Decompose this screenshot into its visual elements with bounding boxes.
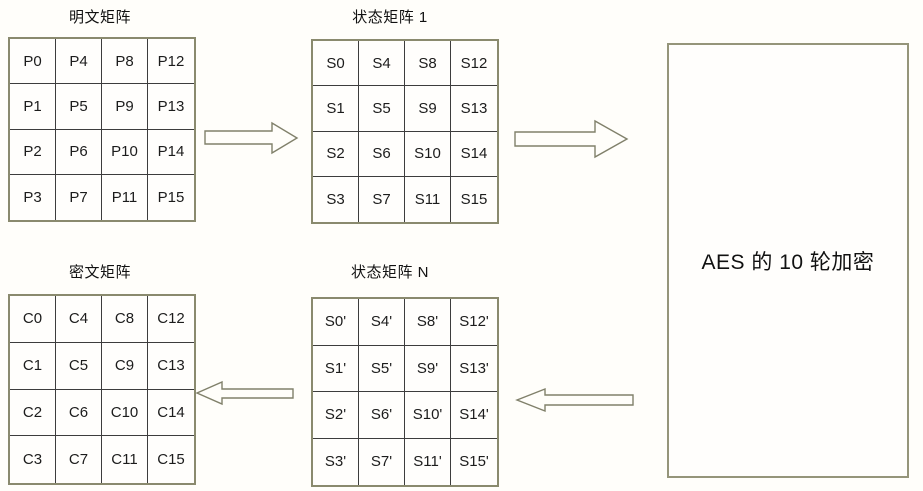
matrix-cell: P9 [102,84,148,130]
matrix-cell: P8 [102,39,148,85]
matrix-cell: C0 [10,296,56,343]
matrix-cell: S12 [451,41,497,87]
matrix-cell: S13' [451,346,497,392]
matrix-cell: S1 [313,86,359,132]
right-block-arrow-icon [514,119,629,159]
matrix-cell: P11 [102,174,148,220]
matrix-cell: C1 [10,342,56,390]
matrix-cell: C14 [148,390,194,437]
matrix-cell: P15 [157,188,185,206]
matrix-cell: S4 [359,41,405,87]
plaintext-matrix-title: 明文矩阵 [68,9,131,26]
matrix-cell: P4 [56,39,102,85]
matrix-cell: S13 [451,86,497,132]
matrix-cell: P3 [10,174,56,220]
matrix-cell: P6 [56,129,102,175]
matrix-cell: C13 [148,343,194,390]
left-block-arrow-icon [195,380,294,406]
matrix-cell: S12' [451,299,497,346]
ciphertext-matrix-title: 密文矩阵 [68,264,131,281]
matrix-cell: S0' [313,299,359,346]
matrix-cell: S8' [405,299,451,346]
matrix-cell: S7 [359,176,405,222]
matrix-cell: C7 [56,436,102,483]
matrix-cell: S11' [405,438,451,485]
left-block-arrow-icon [515,387,634,413]
matrix-cell: C11 [102,436,148,483]
matrix-cell: C10 [102,389,148,437]
matrix-cell: C9 [102,342,148,390]
aes-rounds-box: AES 的 10 轮加密 [667,43,909,478]
matrix-cell: S10' [405,392,451,439]
matrix-cell: P12 [148,39,194,85]
stateN-matrix: S0'S4'S8'S12' S1'S5'S9'S13' S2'S6'S10'S14'… [311,297,499,487]
matrix-cell: C12 [148,296,194,343]
matrix-cell: P0 [10,39,56,85]
matrix-cell: C6 [56,389,102,437]
matrix-cell: S5 [359,86,405,132]
matrix-cell: S6' [359,392,405,439]
matrix-cell: S4' [359,299,405,346]
matrix-cell: C8 [102,296,148,343]
matrix-cell: S7' [359,438,405,485]
matrix-cell: P7 [56,174,102,220]
matrix-cell: S14' [451,392,497,439]
stateN-matrix-title: 状态矩阵 N [350,264,429,281]
state1-matrix-title: 状态矩阵 1 [352,9,428,26]
matrix-cell: C5 [56,342,102,390]
matrix-cell: P13 [148,84,194,130]
matrix-cell: C4 [56,296,102,343]
matrix-cell: S14 [451,132,497,177]
right-block-arrow-icon [204,121,299,155]
matrix-cell: S1' [313,345,359,392]
matrix-cell: S11 [405,176,451,222]
matrix-cell: P1 [10,84,56,130]
matrix-cell: S10 [405,131,451,177]
matrix-cell: S2 [313,131,359,177]
matrix-cell: P10 [102,129,148,175]
matrix-cell: S3 [313,176,359,222]
matrix-cell: P5 [56,84,102,130]
matrix-cell: S0 [313,41,359,87]
matrix-cell: C2 [10,389,56,437]
matrix-cell: S15 [460,190,488,208]
matrix-cell: S2' [313,392,359,439]
matrix-cell: S9 [405,86,451,132]
matrix-cell: C15 [157,451,185,469]
matrix-cell: S3' [313,438,359,485]
matrix-cell: C3 [10,436,56,483]
matrix-cell: P2 [10,129,56,175]
matrix-cell: S15' [459,453,489,471]
matrix-cell: S9' [405,345,451,392]
aes-rounds-label: AES 的 10 轮加密 [701,250,875,274]
matrix-cell: S5' [359,345,405,392]
matrix-cell: P14 [148,130,194,175]
matrix-cell: S8 [405,41,451,87]
matrix-cell: S6 [359,131,405,177]
